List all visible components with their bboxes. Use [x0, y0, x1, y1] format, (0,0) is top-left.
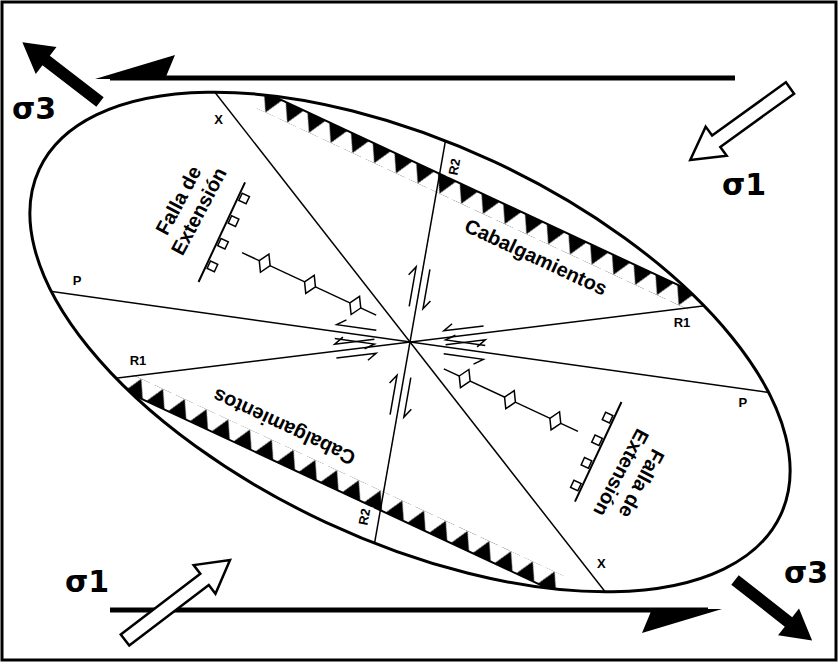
vein-symbol [238, 244, 381, 325]
fault-label: X [595, 557, 608, 571]
sigma1-arrow [114, 546, 241, 655]
sigma1-arrow [680, 73, 801, 174]
stress-label: σ3 [784, 556, 828, 589]
thrust-teeth [255, 91, 698, 310]
shear-sense-arrows [334, 320, 486, 364]
shear-sense-arrows [334, 319, 486, 366]
vein-symbol [440, 360, 583, 441]
p-shear-line [0, 8, 838, 662]
stress-label: σ3 [12, 92, 56, 125]
thrust-teeth [123, 374, 566, 593]
fault-label: P [737, 396, 750, 410]
fault-label: X [212, 113, 225, 127]
shear-sense-arrows [384, 266, 436, 418]
fault-label: R1 [128, 354, 149, 368]
shear-half-arrow-bottom [110, 609, 722, 633]
r2-shear-line [89, 0, 732, 662]
fault-label: R1 [672, 316, 693, 330]
stress-label: σ1 [65, 565, 109, 598]
fault-label: P [71, 274, 84, 288]
stress-label: σ1 [722, 168, 766, 201]
shear-half-arrow-top [95, 55, 735, 79]
